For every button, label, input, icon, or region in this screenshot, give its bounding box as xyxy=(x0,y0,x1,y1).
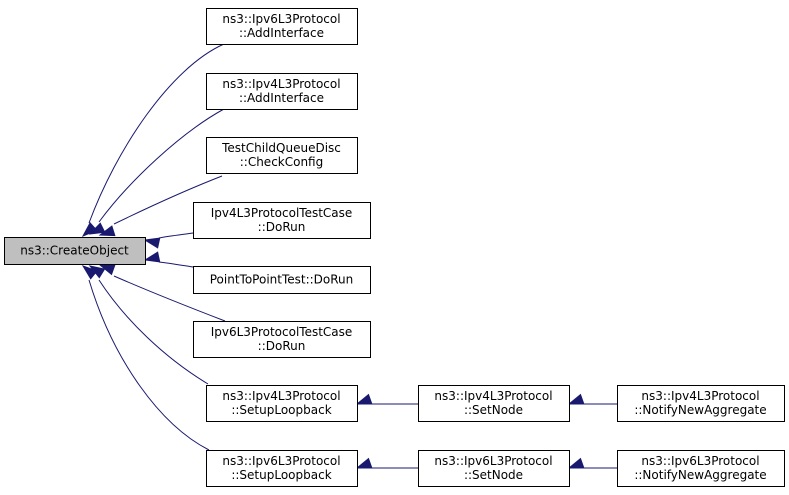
node-ipv6_setnode[interactable]: ns3::Ipv6L3Protocol::SetNode xyxy=(418,450,570,487)
nodes-layer: ns3::CreateObjectns3::Ipv6L3Protocol::Ad… xyxy=(4,8,785,487)
node-create_object[interactable]: ns3::CreateObject xyxy=(4,237,146,265)
node-label-line: ::AddInterface xyxy=(239,26,324,40)
node-box xyxy=(206,8,358,45)
edge-line xyxy=(113,175,223,225)
node-label-line: ns3::Ipv6L3Protocol xyxy=(641,454,759,468)
arrow-head xyxy=(143,237,161,249)
node-label-line: ns3::Ipv6L3Protocol xyxy=(222,12,340,26)
node-label-line: ::DoRun xyxy=(258,220,306,234)
edge-testchild_checkconfig-to-create_object xyxy=(98,175,223,237)
edge-ipv4_addinterface-to-create_object xyxy=(88,108,225,235)
node-label-line: ns3::CreateObject xyxy=(20,244,129,258)
edge-line xyxy=(158,261,194,268)
node-label-line: ns3::Ipv4L3Protocol xyxy=(641,389,759,403)
arrow-head xyxy=(567,457,585,469)
node-box xyxy=(206,385,358,422)
node-ipv6_addinterface[interactable]: ns3::Ipv6L3Protocol::AddInterface xyxy=(206,8,358,45)
node-ipv6_testcase_dorun[interactable]: Ipv6L3ProtocolTestCase::DoRun xyxy=(193,321,371,358)
node-label-line: ::SetupLoopback xyxy=(231,403,331,417)
node-label-line: ns3::Ipv4L3Protocol xyxy=(222,389,340,403)
edge-ipv6_setnode-to-ipv6_setuploopback xyxy=(355,457,418,469)
edge-ipv6_testcase_dorun-to-create_object xyxy=(98,264,226,322)
node-box xyxy=(193,266,371,294)
node-ipv6_notify[interactable]: ns3::Ipv6L3Protocol::NotifyNewAggregate xyxy=(617,450,785,487)
node-label-line: ::NotifyNewAggregate xyxy=(634,403,766,417)
node-label-line: TestChildQueueDisc xyxy=(221,141,341,155)
arrow-head xyxy=(81,222,98,237)
node-label-line: ns3::Ipv4L3Protocol xyxy=(434,389,552,403)
edge-ipv4_setnode-to-ipv4_setuploopback xyxy=(355,393,418,405)
node-label-line: ::SetNode xyxy=(464,403,523,417)
arrow-head xyxy=(88,222,106,235)
edges-layer xyxy=(81,43,617,469)
edge-line xyxy=(98,279,209,385)
edge-line xyxy=(98,108,225,223)
node-ipv4_testcase_dorun[interactable]: Ipv4L3ProtocolTestCase::DoRun xyxy=(193,202,371,239)
edge-ipv4_setuploopback-to-create_object xyxy=(88,265,209,385)
node-ipv6_setuploopback[interactable]: ns3::Ipv6L3Protocol::SetupLoopback xyxy=(206,450,358,487)
node-label-line: ns3::Ipv4L3Protocol xyxy=(222,77,340,91)
node-ipv4_setnode[interactable]: ns3::Ipv4L3Protocol::SetNode xyxy=(418,385,570,422)
node-label-line: ns3::Ipv6L3Protocol xyxy=(434,454,552,468)
arrow-head xyxy=(81,265,98,280)
edge-line xyxy=(88,279,210,451)
node-ipv4_notify[interactable]: ns3::Ipv4L3Protocol::NotifyNewAggregate xyxy=(617,385,785,422)
edge-ipv4_notify-to-ipv4_setnode xyxy=(567,393,617,405)
node-ipv4_addinterface[interactable]: ns3::Ipv4L3Protocol::AddInterface xyxy=(206,73,358,110)
node-box xyxy=(418,385,570,422)
edge-ipv4_testcase_dorun-to-create_object xyxy=(143,232,194,249)
node-label-line: ::NotifyNewAggregate xyxy=(634,468,766,482)
node-box xyxy=(617,450,785,487)
node-p2p_dorun[interactable]: PointToPointTest::DoRun xyxy=(193,266,371,294)
edge-ipv6_notify-to-ipv6_setnode xyxy=(567,457,617,469)
edge-line xyxy=(113,275,226,322)
node-label-line: ns3::Ipv6L3Protocol xyxy=(222,454,340,468)
node-label-line: Ipv4L3ProtocolTestCase xyxy=(211,206,353,220)
node-box xyxy=(206,137,358,174)
arrow-head xyxy=(355,457,373,469)
edge-line xyxy=(88,43,225,224)
node-label-line: ::CheckConfig xyxy=(240,155,324,169)
node-box xyxy=(4,237,146,265)
edge-p2p_dorun-to-create_object xyxy=(143,251,194,268)
node-label-line: ::SetNode xyxy=(464,468,523,482)
node-box xyxy=(206,450,358,487)
arrow-head xyxy=(355,393,373,405)
node-testchild_checkconfig[interactable]: TestChildQueueDisc::CheckConfig xyxy=(206,137,358,174)
edge-line xyxy=(158,232,194,239)
edge-ipv6_setuploopback-to-create_object xyxy=(81,265,210,451)
arrow-head xyxy=(567,393,585,405)
arrow-head xyxy=(143,251,161,263)
node-box xyxy=(193,321,371,358)
arrow-head xyxy=(98,225,116,237)
node-label-line: PointToPointTest::DoRun xyxy=(210,273,354,287)
node-box xyxy=(193,202,371,239)
node-label-line: Ipv6L3ProtocolTestCase xyxy=(211,325,353,339)
node-label-line: ::DoRun xyxy=(258,339,306,353)
node-box xyxy=(418,450,570,487)
node-box xyxy=(617,385,785,422)
node-ipv4_setuploopback[interactable]: ns3::Ipv4L3Protocol::SetupLoopback xyxy=(206,385,358,422)
node-box xyxy=(206,73,358,110)
node-label-line: ::AddInterface xyxy=(239,91,324,105)
edge-ipv6_addinterface-to-create_object xyxy=(81,43,225,237)
node-label-line: ::SetupLoopback xyxy=(231,468,331,482)
